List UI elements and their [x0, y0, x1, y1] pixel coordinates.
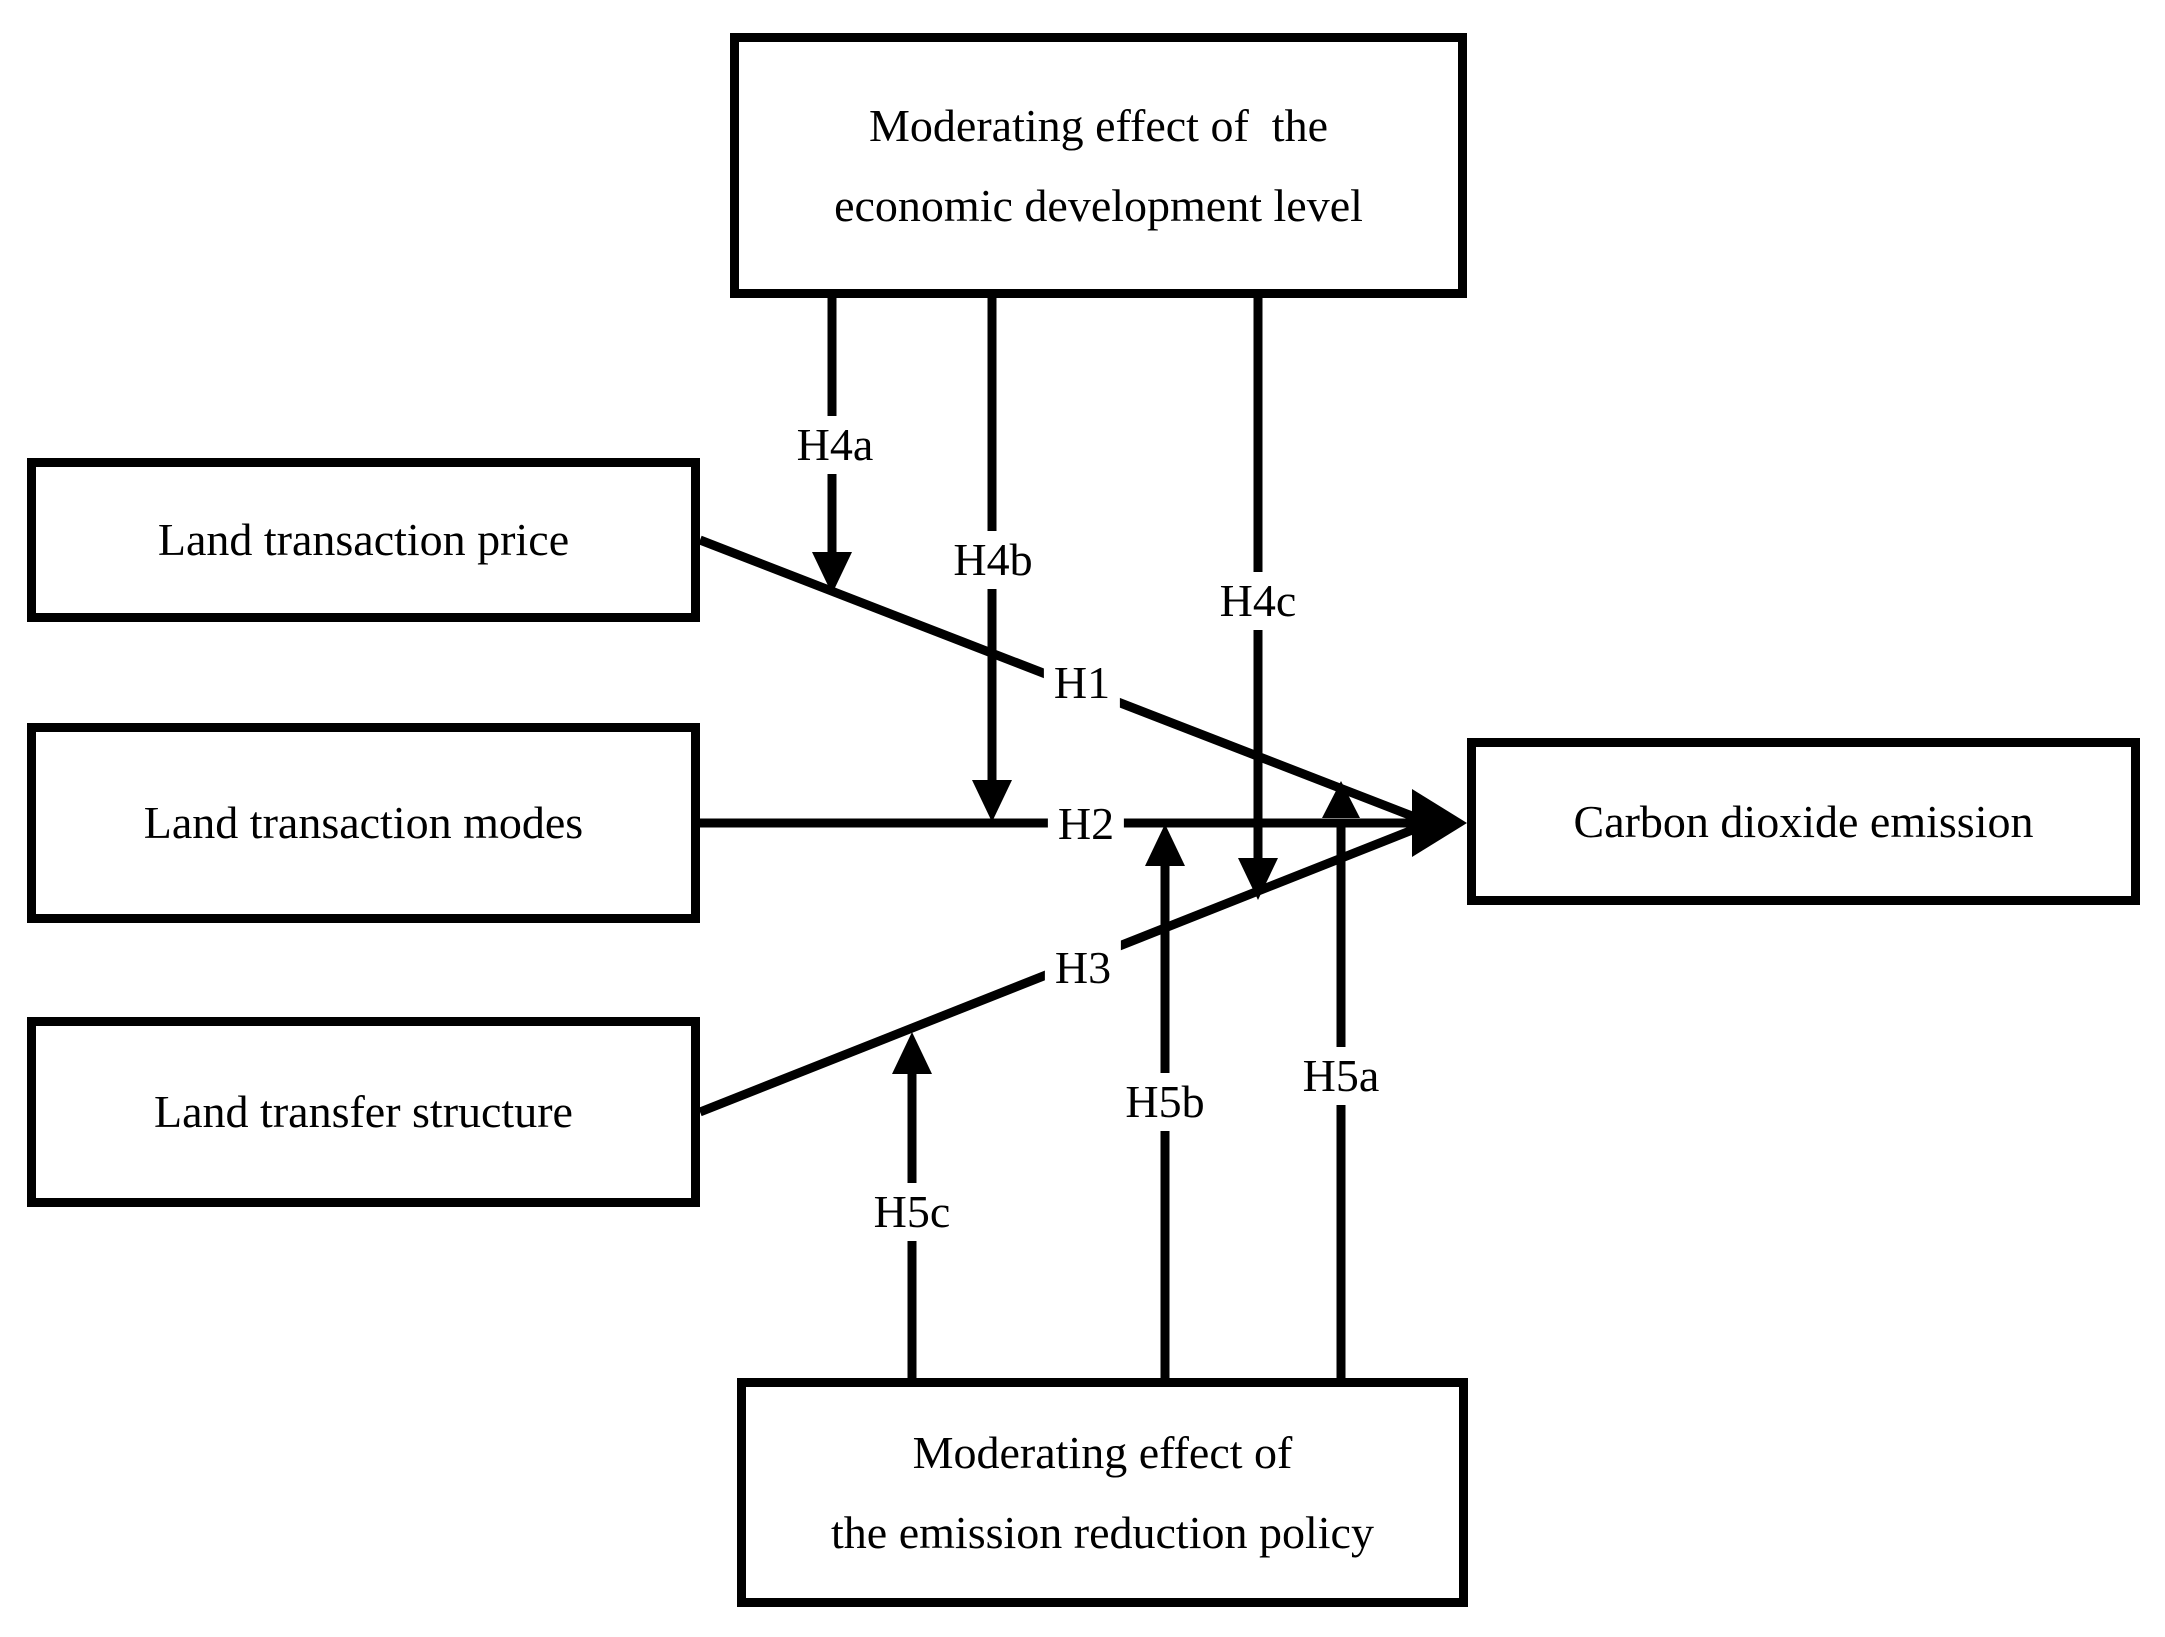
label-h5a: H5a: [1292, 1047, 1390, 1105]
h5a-arrowhead: [1322, 781, 1360, 818]
box-land-transaction-price: Land transaction price: [27, 458, 700, 622]
box-economic-development-moderator: Moderating effect of the economic develo…: [730, 33, 1467, 298]
label-h4a: H4a: [786, 416, 884, 474]
label-h5c: H5c: [863, 1183, 961, 1241]
label-h5b: H5b: [1115, 1073, 1215, 1131]
box-land-transaction-modes: Land transaction modes: [27, 723, 700, 923]
label-h3: H3: [1044, 939, 1122, 997]
label-h1: H1: [1043, 654, 1121, 712]
h5b-arrowhead: [1145, 824, 1185, 866]
label-h4b: H4b: [943, 531, 1043, 589]
label-h4c: H4c: [1209, 572, 1307, 630]
box-land-transaction-price-text: Land transaction price: [157, 514, 570, 565]
h4b-arrowhead: [972, 780, 1012, 822]
box-land-transfer-structure-text: Land transfer structure: [154, 1086, 573, 1137]
box-emission-reduction-policy-moderator: Moderating effect of the emission reduct…: [737, 1378, 1468, 1607]
h4c-arrowhead: [1238, 858, 1278, 900]
box-carbon-dioxide-emission-text: Carbon dioxide emission: [1573, 795, 2034, 847]
h5c-arrowhead: [892, 1032, 932, 1074]
label-h2: H2: [1047, 795, 1125, 853]
box-land-transfer-structure: Land transfer structure: [27, 1017, 700, 1207]
box-land-transaction-modes-text: Land transaction modes: [143, 797, 584, 848]
carbon-box-arrowhead: [1412, 789, 1467, 857]
box-emission-reduction-policy-moderator-text: Moderating effect of the emission reduct…: [831, 1426, 1374, 1558]
box-economic-development-moderator-text: Moderating effect of the economic develo…: [834, 99, 1363, 231]
box-carbon-dioxide-emission: Carbon dioxide emission: [1467, 738, 2140, 905]
h4a-arrowhead: [812, 552, 852, 594]
